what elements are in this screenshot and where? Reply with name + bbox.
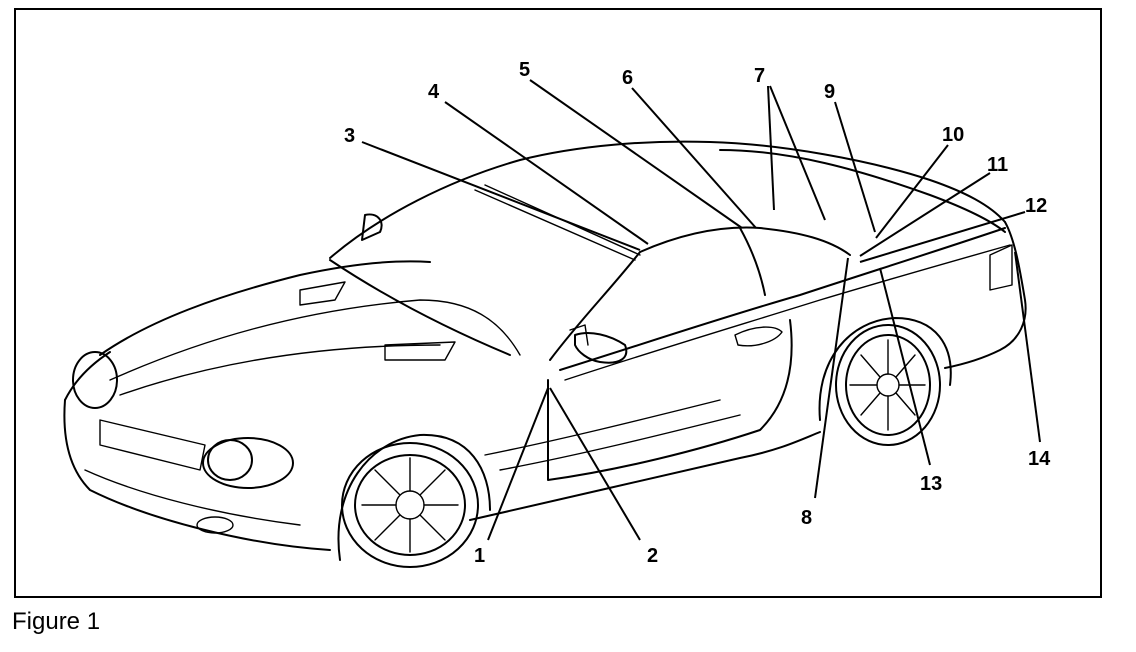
leader-1 [487, 387, 549, 541]
callout-13: 13 [920, 473, 942, 495]
callout-10: 10 [942, 124, 964, 146]
leader-9 [834, 101, 876, 233]
leader-lines [361, 79, 1041, 541]
leader-13 [879, 267, 931, 466]
callout-4: 4 [428, 81, 440, 103]
callout-7: 7 [754, 65, 765, 87]
leader-8 [814, 257, 849, 499]
leader-14 [1014, 251, 1041, 443]
leader-12 [859, 211, 1026, 263]
leader-7a [767, 85, 775, 211]
callout-9: 9 [824, 81, 835, 103]
car-illustration [63, 140, 1027, 568]
callout-labels: 1 2 3 4 5 6 7 8 9 10 11 12 13 14 [344, 59, 1051, 567]
leader-2 [549, 387, 641, 541]
figure-caption: Figure 1 [12, 608, 101, 635]
leader-10 [875, 144, 949, 239]
leader-4 [444, 101, 649, 245]
callout-12: 12 [1025, 195, 1047, 217]
callout-11: 11 [987, 154, 1008, 176]
leader-6 [631, 87, 757, 229]
leader-3 [361, 141, 641, 251]
callout-6: 6 [622, 67, 633, 89]
leader-11 [859, 172, 991, 257]
figure-frame [14, 8, 1102, 598]
leader-5 [529, 79, 743, 229]
callout-2: 2 [647, 545, 658, 567]
callout-5: 5 [519, 59, 530, 81]
leader-7b [769, 85, 826, 221]
callout-8: 8 [801, 507, 812, 529]
callout-3: 3 [344, 125, 355, 147]
callout-1: 1 [474, 545, 485, 567]
callout-14: 14 [1028, 448, 1051, 470]
